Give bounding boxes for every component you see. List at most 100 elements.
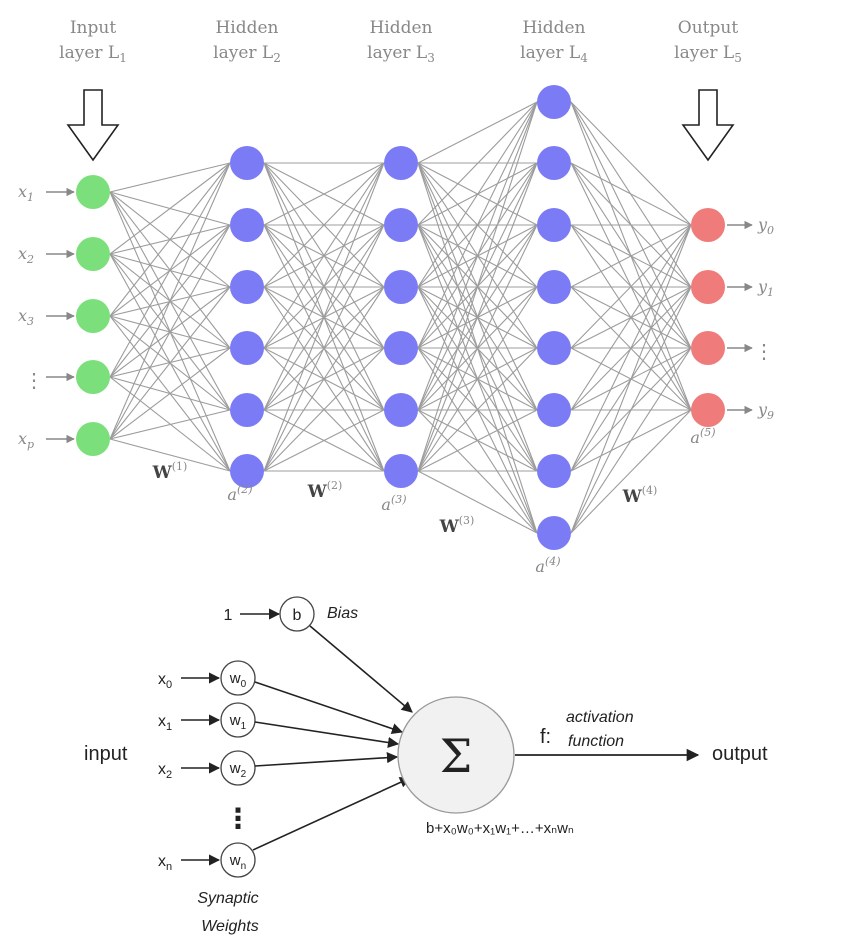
edge-l1-5-l2-5 [109,409,231,440]
edge-l2-4-l3-1 [263,162,385,349]
weight-label-2: W(2) [307,479,343,502]
node-layer-4-3 [537,208,571,242]
edge-l2-2-l3-1 [263,162,385,226]
edge-l1-1-l2-1 [109,162,231,193]
weight-label-3: W(3) [439,514,475,537]
edge-l4-6-l5-1 [570,224,692,411]
weight-node-w2 [220,750,256,786]
node-layer-2-2 [230,208,264,242]
edge-l3-5-l4-1 [417,101,538,411]
node-layer-4-8 [537,516,571,550]
bias-to-sum-arrow [309,625,413,713]
output-label-y0: y0 [757,215,774,237]
edge-l2-3-l3-1 [263,162,385,288]
f-label: f: [540,726,551,748]
node-layer-4-1 [537,85,571,119]
edge-l3-3-l4-1 [417,101,538,288]
input-x2: x2 [158,761,172,781]
neural-network: Input layer L1 Hidden layer L2 Hidden la… [18,18,774,576]
node-layer-2-4 [230,331,264,365]
edge-l4-8-l5-3 [570,347,692,534]
edge-l3-1-l4-1 [417,101,538,164]
node-layer-2-1 [230,146,264,180]
node-layer-5-4 [691,393,725,427]
sum-node [397,696,515,814]
perceptron-input-1: x1 w1 [158,702,400,749]
activation-label-3: a(3) [381,493,406,514]
edge-l1-5-l2-3 [109,286,231,440]
activation-label-4: a(4) [535,555,560,576]
edge-l3-6-l4-5 [417,347,538,472]
svg-text:w1: w1 [229,712,247,732]
perceptron-input-0: x0 w0 [158,660,404,735]
weight-node-wn [220,842,256,878]
bias-node-label: b [293,607,302,624]
node-layer-1-5 [76,422,110,456]
input-label: input [84,743,128,765]
node-layer-4-4 [537,270,571,304]
layer-5-title-line1: Output [678,18,739,38]
svg-text:w2: w2 [229,760,247,780]
node-layer-5-1 [691,208,725,242]
node-layer-2-5 [230,393,264,427]
output-label: output [712,743,768,765]
edge-l2-6-l3-5 [263,409,385,472]
input-xn: xn [158,853,172,873]
weight-node-w1 [220,702,256,738]
edge-l3-6-l4-3 [417,224,538,472]
input-ellipsis: ⋮ [24,368,44,392]
perceptron-diagram: 1 b Bias x0 w0 x1 w1 x2 w2 ⋮ [84,596,768,935]
layer-1-title-line1: Input [70,18,116,38]
edge-l4-4-l5-1 [570,224,692,288]
input-label-x2: x2 [18,244,34,266]
node-layer-4-2 [537,146,571,180]
edge-l4-5-l5-1 [570,224,692,349]
network-edges [109,101,692,534]
bias-label: Bias [327,605,358,622]
node-layer-1-4 [76,360,110,394]
edge-l1-5-l2-4 [109,347,231,440]
edge-l3-2-l4-1 [417,101,538,226]
node-layer-3-3 [384,270,418,304]
edge-l3-4-l4-1 [417,101,538,349]
edge-l1-5-l2-6 [109,438,231,472]
node-layer-3-5 [384,393,418,427]
input-label-xp: xp [18,429,34,451]
edge-l4-2-l5-1 [570,162,692,226]
edge-l1-4-l2-1 [109,162,231,378]
svg-text:w0: w0 [229,670,247,690]
input-label-x3: x3 [18,306,34,328]
layer-5-title-line2: layer L5 [674,43,742,65]
node-layer-1-3 [76,299,110,333]
edge-l4-7-l5-1 [570,224,692,472]
node-layer-3-2 [384,208,418,242]
layer-2-title-line2: layer L2 [213,43,281,65]
input-x1: x1 [158,713,172,733]
edge-l4-1-l5-1 [570,101,692,226]
edge-l3-6-l4-2 [417,162,538,472]
layer-3-title-line2: layer L3 [367,43,435,65]
node-layer-5-3 [691,331,725,365]
output-ellipsis: ⋮ [754,339,774,363]
output-down-arrow-icon [681,89,735,162]
input-down-arrow-icon [66,89,120,162]
edge-l1-5-l2-2 [109,224,231,440]
node-layer-4-6 [537,393,571,427]
layer-1-title-line2: layer L1 [59,43,127,65]
activation-function-line1: activation [566,709,634,726]
activation-function-line2: function [568,733,624,750]
edge-l1-3-l2-1 [109,162,231,317]
edge-l3-6-l4-1 [417,101,538,472]
weight-label-1: W(1) [152,460,188,483]
edge-l2-6-l3-4 [263,347,385,472]
perceptron-ellipsis: ⋮ [224,803,252,834]
node-layer-1-2 [76,237,110,271]
input-label-x1: x1 [18,182,34,204]
edge-l4-8-l5-1 [570,224,692,534]
synaptic-weights-line2: Weights [201,918,259,935]
edge-l3-6-l4-8 [417,470,538,534]
node-layer-4-5 [537,331,571,365]
node-layer-2-3 [230,270,264,304]
